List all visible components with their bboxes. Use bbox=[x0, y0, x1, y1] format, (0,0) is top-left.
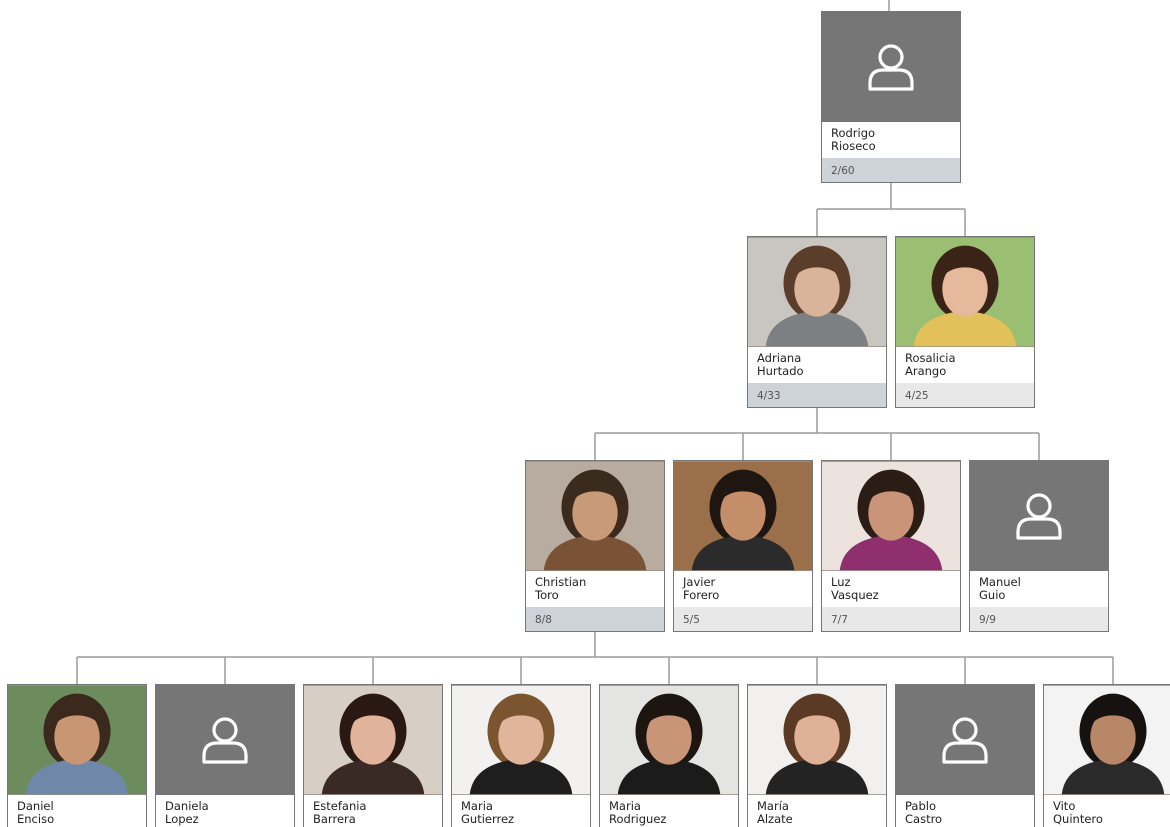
person-photo bbox=[896, 685, 1034, 795]
portrait-photo bbox=[748, 685, 886, 795]
person-photo bbox=[748, 685, 886, 795]
person-first-name: Daniel bbox=[17, 799, 54, 813]
person-last-name: Barrera bbox=[313, 812, 356, 826]
person-last-name: Rioseco bbox=[831, 139, 876, 153]
person-first-name: Maria bbox=[609, 799, 641, 813]
direct-reports-count: 5/5 bbox=[674, 607, 812, 631]
person-first-name: Rosalicia bbox=[905, 351, 956, 365]
person-first-name: Daniela bbox=[165, 799, 209, 813]
person-photo bbox=[600, 685, 738, 795]
person-last-name: Castro bbox=[905, 812, 943, 826]
person-first-name: Pablo bbox=[905, 799, 936, 813]
person-last-name: Gutierrez bbox=[461, 812, 515, 826]
person-photo bbox=[1044, 685, 1170, 795]
person-photo bbox=[452, 685, 590, 795]
portrait-photo bbox=[822, 461, 960, 571]
person-photo bbox=[156, 685, 294, 795]
user-placeholder-icon bbox=[868, 44, 914, 91]
person-first-name: Estefania bbox=[313, 799, 367, 813]
person-first-name: María bbox=[757, 799, 789, 813]
person-last-name: Guio bbox=[979, 588, 1006, 602]
person-last-name: Arango bbox=[905, 364, 947, 378]
portrait-photo bbox=[748, 237, 886, 347]
user-placeholder-icon bbox=[942, 717, 988, 764]
person-first-name: Manuel bbox=[979, 575, 1021, 589]
person-last-name: Forero bbox=[683, 588, 720, 602]
person-photo bbox=[970, 461, 1108, 571]
person-first-name: Adriana bbox=[757, 351, 802, 365]
person-photo bbox=[674, 461, 812, 571]
portrait-photo bbox=[1044, 685, 1170, 795]
person-first-name: Christian bbox=[535, 575, 587, 589]
user-placeholder-icon bbox=[1016, 493, 1062, 540]
portrait-photo bbox=[304, 685, 442, 795]
person-last-name: Rodriguez bbox=[609, 812, 667, 826]
portrait-photo bbox=[452, 685, 590, 795]
direct-reports-count: 2/60 bbox=[822, 158, 960, 182]
portrait-photo bbox=[674, 461, 812, 571]
person-photo bbox=[822, 461, 960, 571]
person-last-name: Quintero bbox=[1053, 812, 1103, 826]
person-last-name: Vasquez bbox=[831, 588, 879, 602]
portrait-photo bbox=[8, 685, 146, 795]
portrait-photo bbox=[600, 685, 738, 795]
direct-reports-count: 4/33 bbox=[748, 383, 886, 407]
person-first-name: Maria bbox=[461, 799, 493, 813]
portrait-photo bbox=[896, 237, 1034, 347]
person-photo bbox=[896, 237, 1034, 347]
person-photo bbox=[8, 685, 146, 795]
person-first-name: Luz bbox=[831, 575, 851, 589]
person-photo bbox=[822, 12, 960, 122]
person-first-name: Javier bbox=[683, 575, 716, 589]
user-placeholder-icon bbox=[202, 717, 248, 764]
person-photo bbox=[304, 685, 442, 795]
direct-reports-count: 8/8 bbox=[526, 607, 664, 631]
portrait-photo bbox=[526, 461, 664, 571]
person-photo bbox=[526, 461, 664, 571]
direct-reports-count: 9/9 bbox=[970, 607, 1108, 631]
person-last-name: Lopez bbox=[165, 812, 199, 826]
person-last-name: Toro bbox=[535, 588, 559, 602]
person-last-name: Hurtado bbox=[757, 364, 804, 378]
person-last-name: Enciso bbox=[17, 812, 55, 826]
person-first-name: Rodrigo bbox=[831, 126, 876, 140]
person-last-name: Alzate bbox=[757, 812, 793, 826]
person-first-name: Vito bbox=[1053, 799, 1076, 813]
direct-reports-count: 7/7 bbox=[822, 607, 960, 631]
person-photo bbox=[748, 237, 886, 347]
direct-reports-count: 4/25 bbox=[896, 383, 1034, 407]
